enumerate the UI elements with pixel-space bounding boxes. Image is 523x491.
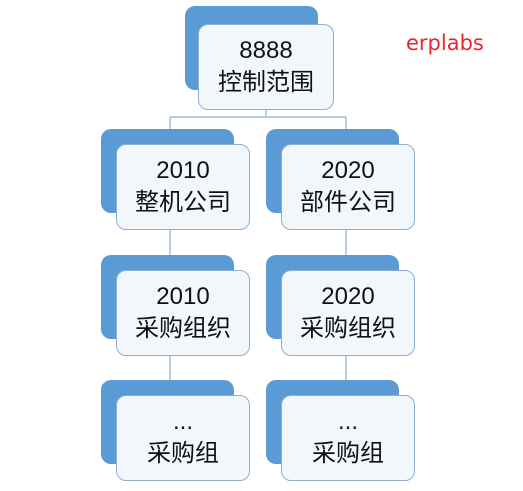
node-code: 2010 — [156, 283, 210, 310]
node-code: 2020 — [321, 157, 375, 184]
node-code: 8888 — [239, 37, 293, 64]
node-box: ... 采购组 — [116, 395, 250, 481]
node-box: ... 采购组 — [281, 395, 415, 481]
node-code: 2020 — [321, 283, 375, 310]
node-label: 采购组织 — [135, 315, 231, 342]
node-label: 控制范围 — [218, 69, 314, 96]
node-label: 采购组织 — [300, 315, 396, 342]
node-code: 2010 — [156, 157, 210, 184]
node-label: 采购组 — [147, 440, 219, 467]
node-box: 2010 采购组织 — [116, 270, 250, 356]
node-code: ... — [337, 408, 358, 435]
node-code: ... — [172, 408, 193, 435]
node-box: 2010 整机公司 — [116, 144, 250, 230]
watermark-text: erplabs — [406, 31, 484, 55]
node-label: 部件公司 — [300, 189, 396, 216]
node-label: 整机公司 — [135, 189, 231, 216]
node-box: 2020 采购组织 — [281, 270, 415, 356]
node-label: 采购组 — [312, 440, 384, 467]
node-box: 2020 部件公司 — [281, 144, 415, 230]
node-box: 8888 控制范围 — [198, 24, 334, 110]
